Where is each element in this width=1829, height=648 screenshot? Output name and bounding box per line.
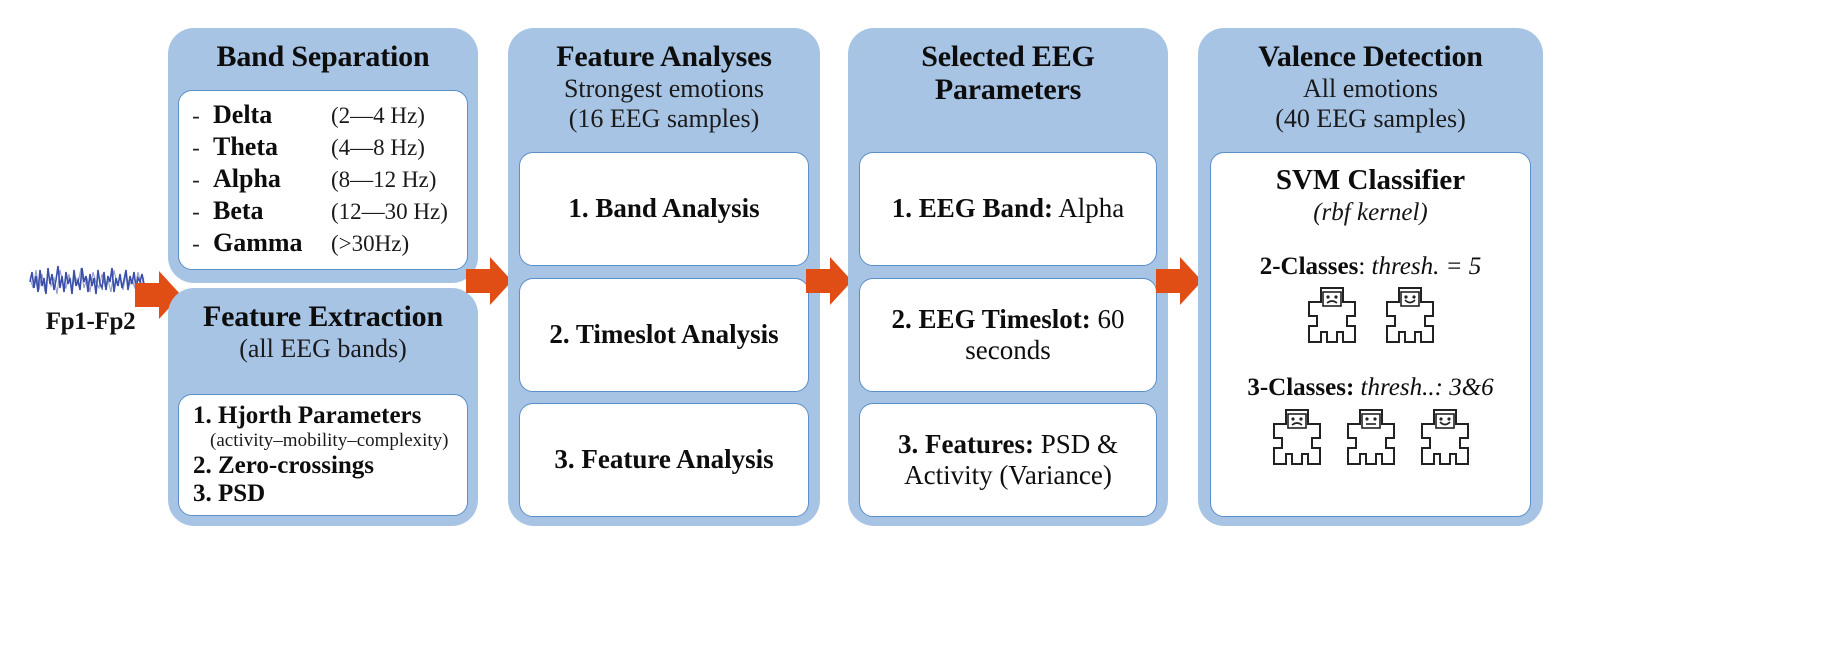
parameter-card-text: 1. EEG Band: Alpha xyxy=(884,193,1133,224)
band-bullet: - xyxy=(192,167,200,192)
feature-item-note: (activity–mobility–complexity) xyxy=(210,430,449,451)
neutral-person-icon xyxy=(1346,408,1395,465)
parameter-value: 60 seconds xyxy=(965,303,1125,365)
parameter-card-features: 3. Features: PSD & Activity (Variance) xyxy=(859,403,1157,517)
band-name: Theta xyxy=(213,132,278,161)
svm-classifier-card: SVM Classifier (rbf kernel) 2-Classes: t… xyxy=(1210,152,1531,517)
valence-detection-subtitle-2: (40 EEG samples) xyxy=(1275,104,1466,134)
parameter-value: Alpha xyxy=(1053,193,1125,224)
three-class-label: 3-Classes: xyxy=(1247,374,1355,402)
feature-extraction-title: Feature Extraction xyxy=(203,300,443,333)
list-item: 3. PSD xyxy=(193,480,467,508)
parameter-card-text: 2. EEG Timeslot: 60 seconds xyxy=(860,304,1156,366)
three-class-line: 3-Classes: thresh..: 3&6 xyxy=(1211,374,1530,402)
analysis-card-feature: 3. Feature Analysis xyxy=(519,403,809,517)
two-class-figure-row xyxy=(1211,286,1530,348)
feature-extraction-card: 1. Hjorth Parameters (activity–mobility–… xyxy=(178,394,468,516)
feature-extraction-subtitle: (all EEG bands) xyxy=(239,334,407,363)
happy-person-icon xyxy=(1385,287,1434,344)
happy-person-icon xyxy=(1420,408,1469,465)
list-item: 2. Zero-crossings xyxy=(193,452,467,480)
band-name: Delta xyxy=(213,100,273,129)
eeg-channel-label: Fp1-Fp2 xyxy=(45,308,136,335)
band-row: - Theta (4—8 Hz) xyxy=(179,131,467,163)
panel-selected-eeg-parameters: Selected EEG Parameters 1. EEG Band: Alp… xyxy=(848,28,1168,526)
band-row: - Gamma (>30Hz) xyxy=(179,227,467,259)
band-bullet: - xyxy=(192,231,200,256)
analysis-card-timeslot: 2. Timeslot Analysis xyxy=(519,278,809,392)
parameter-label: 1. EEG Band: xyxy=(891,193,1054,224)
band-range: (12—30 Hz) xyxy=(331,199,448,224)
feature-item-label: 3. PSD xyxy=(193,479,266,507)
valence-detection-title: Valence Detection xyxy=(1258,40,1483,73)
analysis-card-label: 1. Band Analysis xyxy=(568,193,760,224)
valence-detection-subtitle-1: All emotions xyxy=(1302,74,1439,103)
panel-valence-detection: Valence Detection All emotions (40 EEG s… xyxy=(1198,28,1543,526)
feature-item-label: 2. Zero-crossings xyxy=(193,451,375,479)
feature-analyses-subtitle-1: Strongest emotions xyxy=(563,74,765,103)
band-bullet: - xyxy=(192,103,200,128)
band-name: Beta xyxy=(213,196,264,225)
feature-extraction-list: 1. Hjorth Parameters (activity–mobility–… xyxy=(179,395,467,514)
analysis-card-band: 1. Band Analysis xyxy=(519,152,809,266)
band-separation-title: Band Separation xyxy=(216,40,430,73)
band-bullet: - xyxy=(192,135,200,160)
band-row: - Alpha (8—12 Hz) xyxy=(179,163,467,195)
feature-analyses-subtitle-2: (16 EEG samples) xyxy=(568,104,760,134)
band-range: (4—8 Hz) xyxy=(331,135,425,160)
parameter-value: PSD & Activity (Variance) xyxy=(904,428,1118,490)
selected-parameters-title-2: Parameters xyxy=(934,73,1082,106)
arrow-stage3-to-stage4 xyxy=(1156,255,1202,307)
parameter-label: 3. Features: xyxy=(897,428,1034,459)
panel-feature-extraction: Feature Extraction (all EEG bands) 1. Hj… xyxy=(168,288,478,526)
selected-parameters-title-1: Selected EEG xyxy=(921,40,1095,73)
band-range: (2—4 Hz) xyxy=(331,103,425,128)
three-class-threshold: thresh..: 3&6 xyxy=(1360,374,1494,402)
panel-band-separation: Band Separation - Delta (2—4 Hz) - Theta… xyxy=(168,28,478,283)
two-class-separator: : xyxy=(1358,252,1372,280)
parameter-card-band: 1. EEG Band: Alpha xyxy=(859,152,1157,266)
parameter-label: 2. EEG Timeslot: xyxy=(891,303,1091,334)
arrow-stage2-to-stage3 xyxy=(806,255,852,307)
arrow-stage1-to-stage2 xyxy=(466,255,512,307)
list-item: 1. Hjorth Parameters (activity–mobility–… xyxy=(193,402,467,452)
band-list: - Delta (2—4 Hz) - Theta (4—8 Hz) - Alph… xyxy=(179,91,467,265)
band-range: (8—12 Hz) xyxy=(331,167,437,192)
band-bullet: - xyxy=(192,199,200,224)
svm-kernel-label: (rbf kernel) xyxy=(1313,198,1428,226)
parameter-card-text: 3. Features: PSD & Activity (Variance) xyxy=(860,429,1156,491)
two-class-threshold: thresh. = 5 xyxy=(1371,252,1482,280)
two-class-line: 2-Classes: thresh. = 5 xyxy=(1211,253,1530,281)
three-class-figure-row xyxy=(1211,408,1530,470)
parameter-card-timeslot: 2. EEG Timeslot: 60 seconds xyxy=(859,278,1157,392)
band-list-card: - Delta (2—4 Hz) - Theta (4—8 Hz) - Alph… xyxy=(178,90,468,270)
eeg-waveform-icon xyxy=(29,265,145,295)
sad-person-icon xyxy=(1272,408,1321,465)
sad-person-icon xyxy=(1307,287,1356,344)
band-row: - Beta (12—30 Hz) xyxy=(179,195,467,227)
analysis-card-label: 2. Timeslot Analysis xyxy=(549,319,779,350)
band-name: Gamma xyxy=(213,228,303,257)
feature-item-label: 1. Hjorth Parameters xyxy=(193,402,422,429)
svm-classifier-name: SVM Classifier xyxy=(1275,164,1466,196)
band-row: - Delta (2—4 Hz) xyxy=(179,99,467,131)
band-range: (>30Hz) xyxy=(331,231,410,256)
panel-feature-analyses: Feature Analyses Strongest emotions (16 … xyxy=(508,28,820,526)
feature-analyses-title: Feature Analyses xyxy=(556,40,772,73)
eeg-input-group: Fp1-Fp2 xyxy=(28,258,153,336)
band-name: Alpha xyxy=(213,164,281,193)
analysis-card-label: 3. Feature Analysis xyxy=(554,444,774,475)
two-class-label: 2-Classes xyxy=(1259,252,1359,280)
